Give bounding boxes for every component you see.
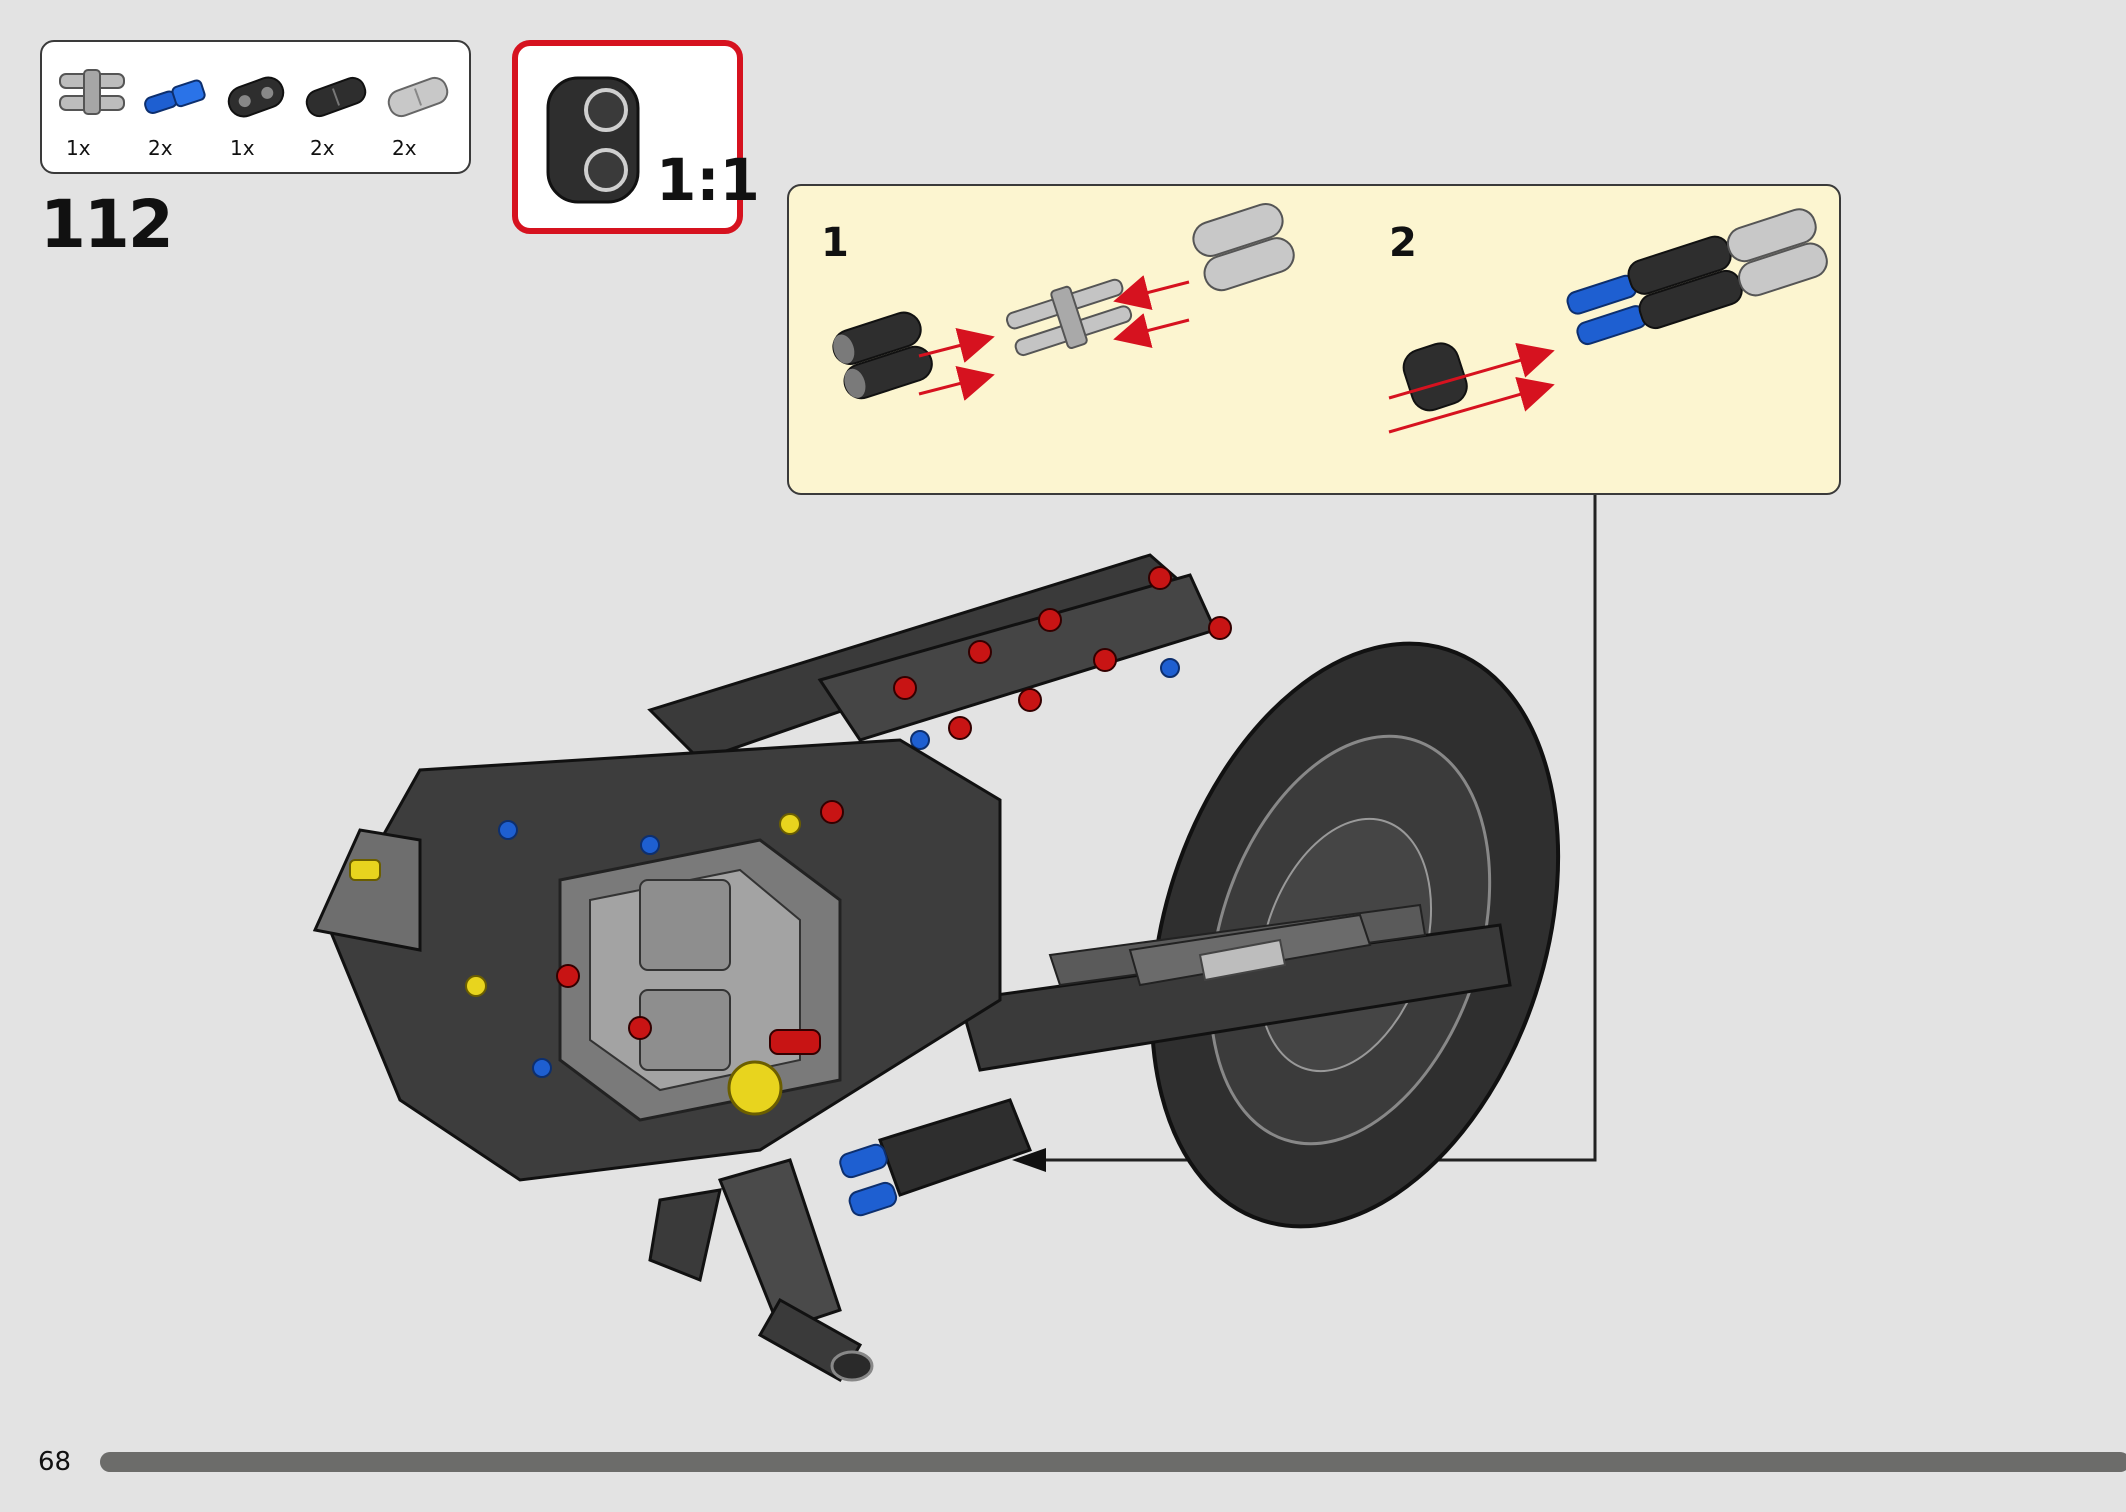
chassis [328, 738, 1002, 1182]
swing-arm [958, 903, 1512, 1072]
rear-shock [1128, 913, 1372, 987]
callout-connector [1012, 495, 1597, 1172]
front-bracket [312, 828, 422, 952]
kickstand [648, 1158, 874, 1383]
part-quantity: 1x [230, 136, 255, 160]
double-pin-connector-icon [59, 69, 125, 115]
sub-step-label: 2 [1389, 220, 1417, 266]
part-quantity: 2x [310, 136, 335, 160]
part-quantity: 2x [148, 136, 173, 160]
new-parts-attached [839, 1098, 1032, 1217]
scale-callout: 1:1 [512, 40, 760, 234]
sub-step-2-parts [1388, 208, 1828, 434]
parts-list-item: 2x [296, 42, 376, 176]
parts-list-item: 1x [52, 42, 132, 176]
gray-pin-connector-icon [387, 76, 449, 118]
part-quantity: 1x [66, 136, 91, 160]
progress-bar-fill [100, 1452, 2126, 1472]
parts-list-item: 1x [216, 42, 296, 176]
sub-assembly-illustration [832, 202, 1828, 434]
step-number: 112 [40, 186, 174, 263]
page-number: 68 [38, 1447, 72, 1477]
scale-label: 1:1 [656, 146, 760, 214]
blue-axle-pin-icon [144, 79, 206, 115]
sub-step-1-parts [832, 202, 1295, 401]
rear-wheel [1149, 641, 1561, 1229]
part-quantity: 2x [392, 136, 417, 160]
progress-bar [100, 1452, 2126, 1472]
parts-list: 1x 2x 1x 2x [40, 40, 471, 174]
black-pin-connector-icon [305, 76, 367, 118]
parts-list-item: 2x [378, 42, 458, 176]
sub-assembly-callout: 1 2 [787, 184, 1841, 495]
upper-frame [647, 553, 1232, 762]
sub-step-label: 1 [821, 220, 849, 266]
double-bushing-icon [227, 76, 285, 118]
double-bushing-scale-icon [546, 76, 640, 204]
parts-list-item: 2x [134, 42, 214, 176]
